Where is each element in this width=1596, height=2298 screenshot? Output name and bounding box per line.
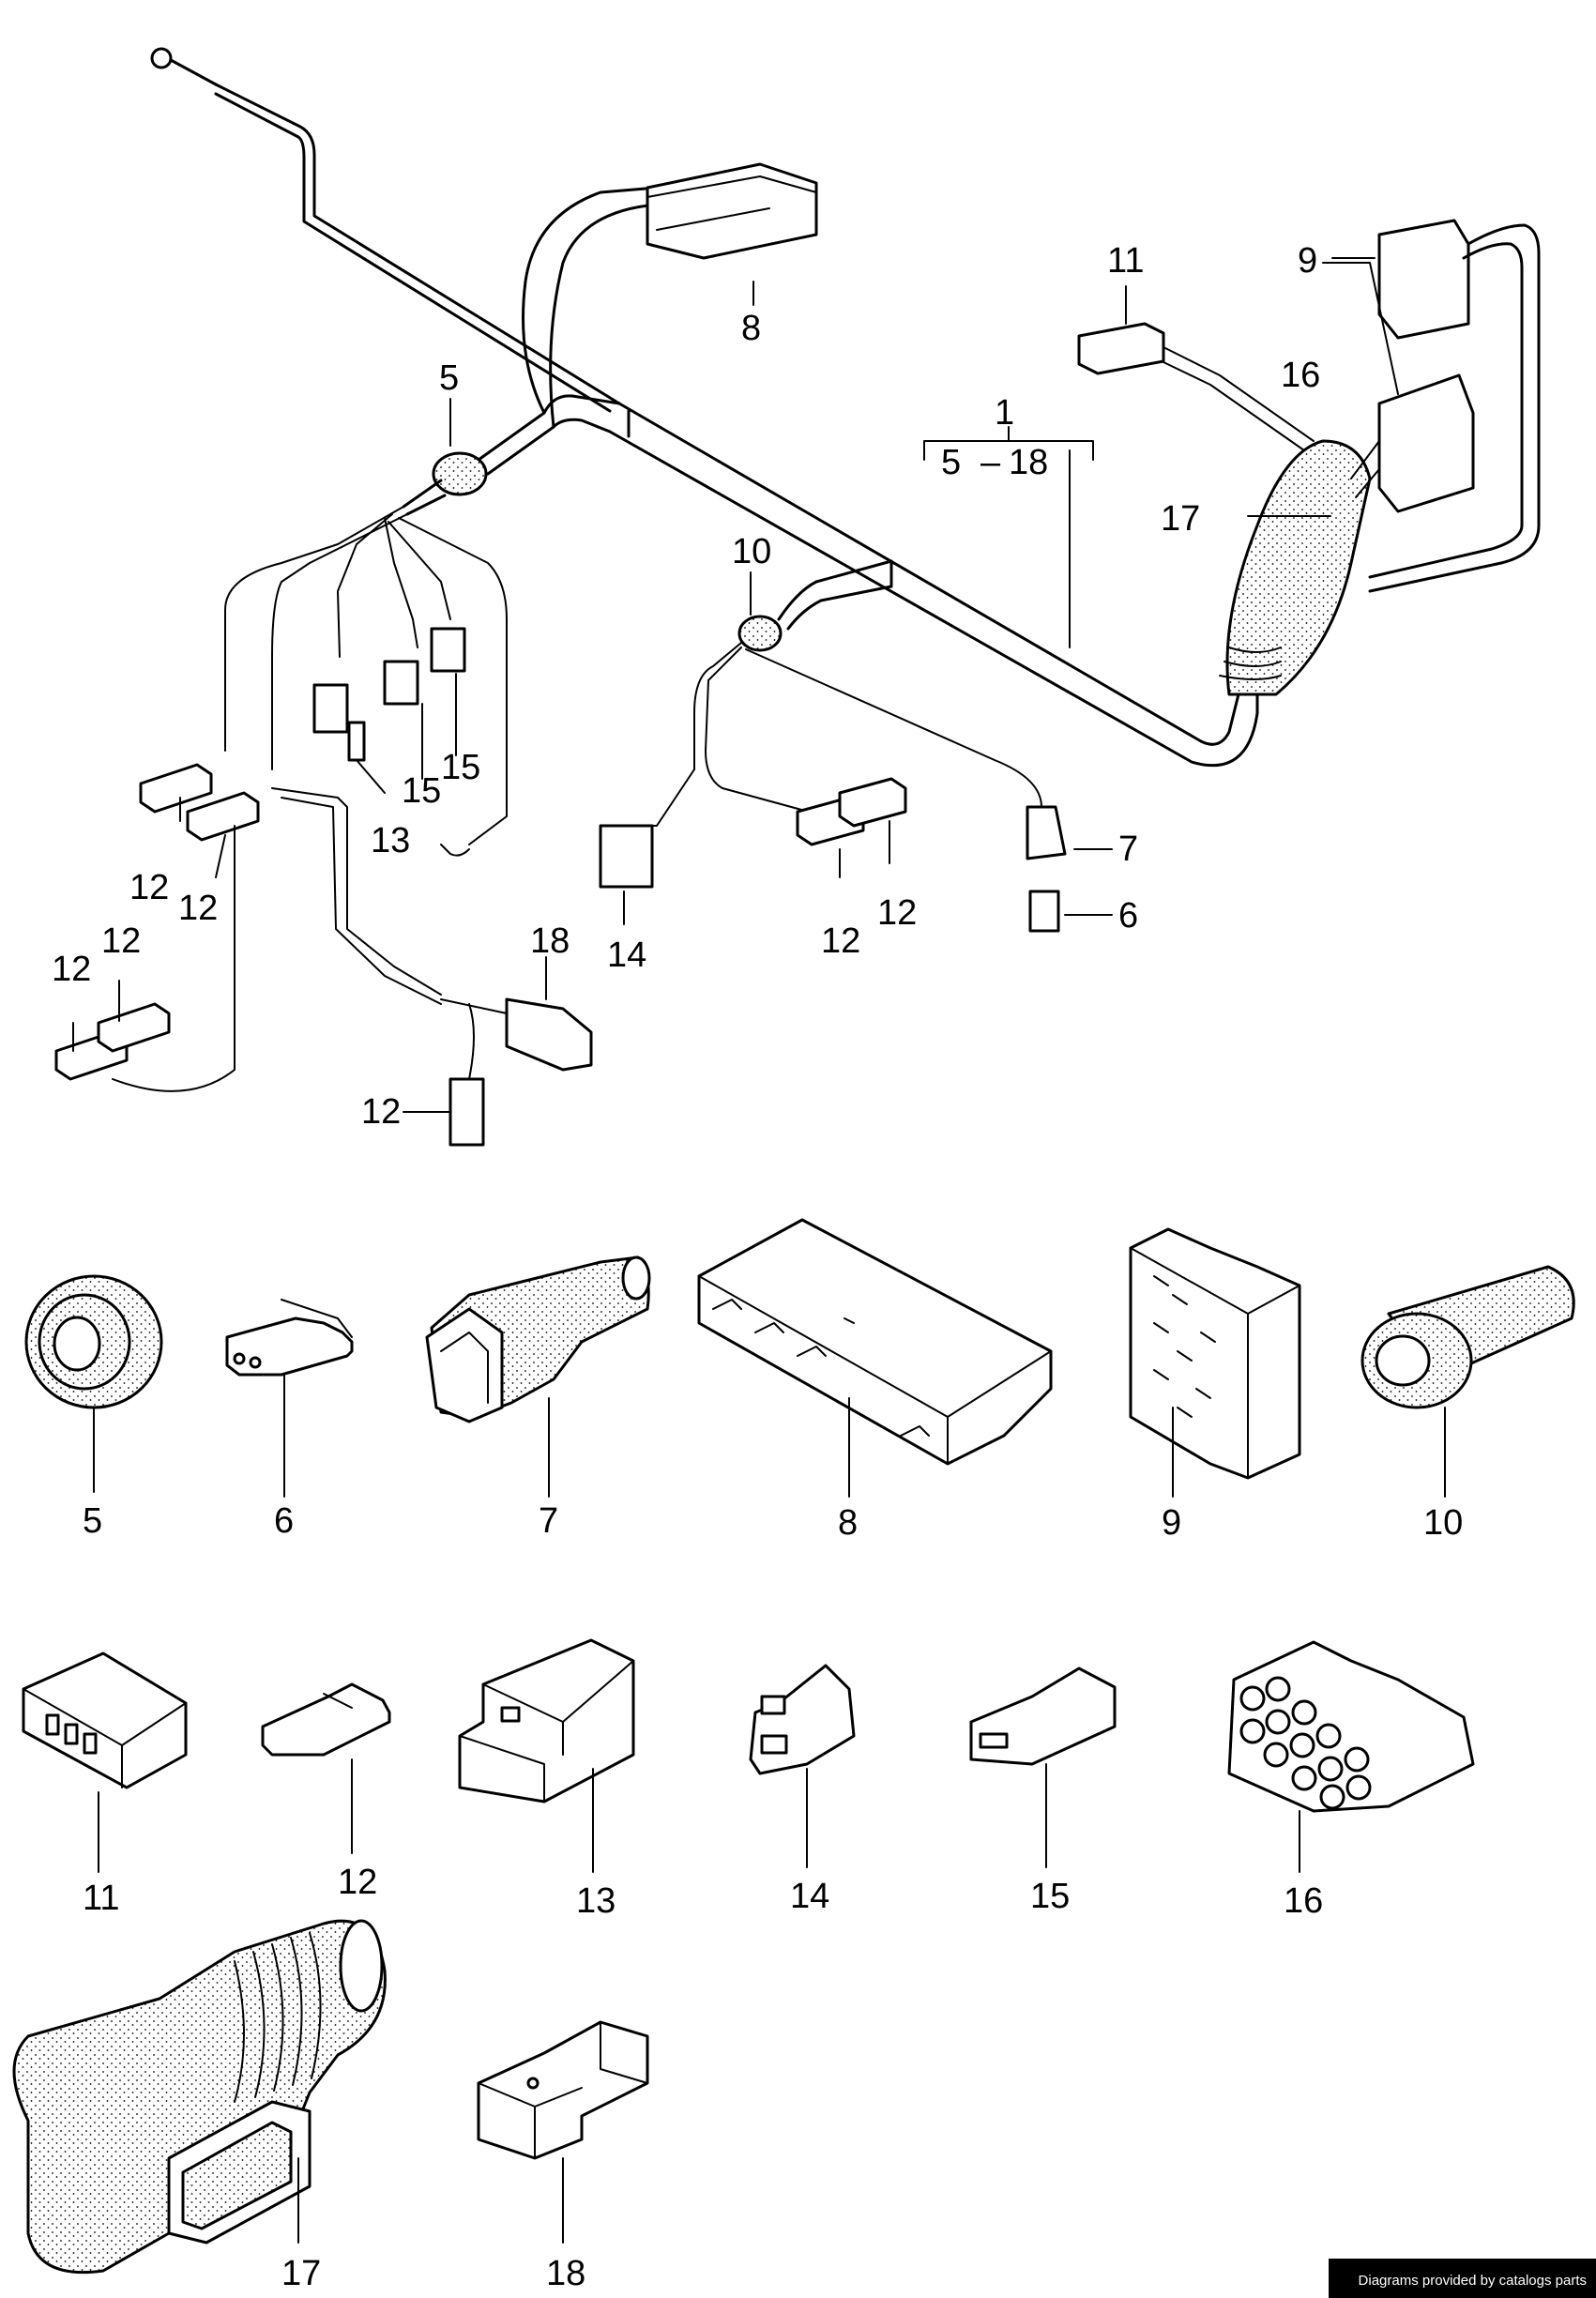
connector-16-installed xyxy=(1377,373,1475,513)
callout-16: 16 xyxy=(1281,356,1320,395)
callout-10: 10 xyxy=(732,532,771,571)
left-connectors xyxy=(54,627,470,1092)
callout-15a: 15 xyxy=(402,771,441,811)
parts-row-3: 17 18 xyxy=(12,1919,649,2293)
callout-7: 7 xyxy=(1118,829,1138,869)
branch-left xyxy=(224,394,621,845)
callout-12b: 12 xyxy=(178,889,218,928)
callout-11: 11 xyxy=(1107,241,1144,281)
connector-13-installed xyxy=(312,683,349,734)
part-16-multipin: 16 xyxy=(1227,1640,1475,1921)
part-15-label: 15 xyxy=(1030,1877,1070,1916)
callout-9: 9 xyxy=(1298,241,1317,281)
part-12-connector: 12 xyxy=(261,1682,391,1902)
part-17-boot: 17 xyxy=(12,1919,387,2293)
parts-row-1: 5 6 7 xyxy=(24,1218,1575,1543)
grommet-10-installed xyxy=(737,615,783,652)
parts-row-2: 11 12 13 14 xyxy=(22,1638,1475,1921)
connector-12g-installed xyxy=(838,777,907,828)
callout-5: 5 xyxy=(439,358,459,398)
callout-12a: 12 xyxy=(129,868,169,907)
ring-terminal xyxy=(150,47,621,413)
connector-15a-installed xyxy=(383,660,419,706)
part-17-label: 17 xyxy=(281,2254,321,2293)
part-12-label: 12 xyxy=(338,1863,377,1902)
boot-17-installed xyxy=(1225,439,1372,696)
part-5-label: 5 xyxy=(83,1501,102,1541)
credit-text: Diagrams provided by catalogs parts xyxy=(1358,2273,1587,2289)
part-11-connector: 11 xyxy=(22,1651,188,1918)
main-trunk xyxy=(608,402,1259,768)
range-dash: – xyxy=(980,443,1001,482)
callout-17: 17 xyxy=(1161,499,1200,539)
part-15-connector: 15 xyxy=(969,1666,1117,1916)
callout-labels: 1 5 – 18 5 8 9 11 16 17 10 7 6 12 12 12 … xyxy=(52,241,1320,1132)
part-16-label: 16 xyxy=(1284,1881,1323,1921)
callout-leaders xyxy=(72,257,1399,1113)
callout-12c: 12 xyxy=(52,950,91,989)
part-5-grommet: 5 xyxy=(24,1274,163,1541)
range-to: 18 xyxy=(1009,443,1048,482)
connector-12e-installed xyxy=(448,1077,485,1147)
harness-bracket xyxy=(923,426,1094,648)
branch-center xyxy=(599,559,1067,933)
part-14-connector: 14 xyxy=(749,1664,856,1916)
callout-12e: 12 xyxy=(361,1092,401,1132)
connector-8-installed xyxy=(522,162,818,429)
part-11-label: 11 xyxy=(83,1879,119,1918)
connector-14-installed xyxy=(599,824,654,889)
connector-11-installed xyxy=(1077,322,1165,375)
part-18-connector: 18 xyxy=(477,2020,649,2293)
part-8-label: 8 xyxy=(838,1503,858,1543)
part-18-label: 18 xyxy=(546,2254,585,2293)
branch-right xyxy=(1077,219,1541,696)
part-10-grommet: 10 xyxy=(1360,1265,1575,1543)
callout-18: 18 xyxy=(530,921,570,961)
connector-12a-installed xyxy=(139,763,213,814)
grommet-5-installed xyxy=(432,451,488,496)
callout-15b: 15 xyxy=(441,748,480,787)
callout-8: 8 xyxy=(741,309,761,348)
callout-12f: 12 xyxy=(821,921,860,961)
connector-6-installed xyxy=(1028,890,1060,933)
range-from: 5 xyxy=(941,443,961,482)
callout-6: 6 xyxy=(1118,896,1138,936)
part-9-relay-base: 9 xyxy=(1129,1227,1301,1543)
connector-7-installed xyxy=(1026,805,1067,860)
relay-base-9-installed xyxy=(1377,219,1470,340)
connector-12d-installed xyxy=(97,1002,171,1053)
credit-banner xyxy=(1329,2259,1596,2298)
part-13-connector: 13 xyxy=(458,1638,635,1921)
branch-lower-left xyxy=(271,787,593,1147)
part-7-label: 7 xyxy=(539,1501,558,1541)
callout-12d: 12 xyxy=(101,921,141,961)
part-13-label: 13 xyxy=(576,1881,616,1921)
part-9-label: 9 xyxy=(1162,1503,1181,1543)
harness-label: 1 xyxy=(995,393,1014,433)
connector-18-installed xyxy=(505,997,593,1072)
harness-assembly: 1 5 – 18 5 8 9 11 16 17 10 7 6 12 12 12 … xyxy=(52,47,1541,1147)
part-6-connector: 6 xyxy=(225,1299,354,1541)
pin-array xyxy=(1239,1676,1372,1810)
callout-14: 14 xyxy=(607,936,646,975)
part-14-label: 14 xyxy=(790,1877,829,1916)
part-10-label: 10 xyxy=(1423,1503,1463,1543)
part-8-connector: 8 xyxy=(697,1218,1053,1543)
part-6-label: 6 xyxy=(274,1501,294,1541)
connector-12b-installed xyxy=(186,791,260,842)
callout-12g: 12 xyxy=(877,893,917,933)
callout-13: 13 xyxy=(371,821,410,860)
connector-15b-installed xyxy=(430,627,466,673)
part-7-boot: 7 xyxy=(425,1256,651,1541)
